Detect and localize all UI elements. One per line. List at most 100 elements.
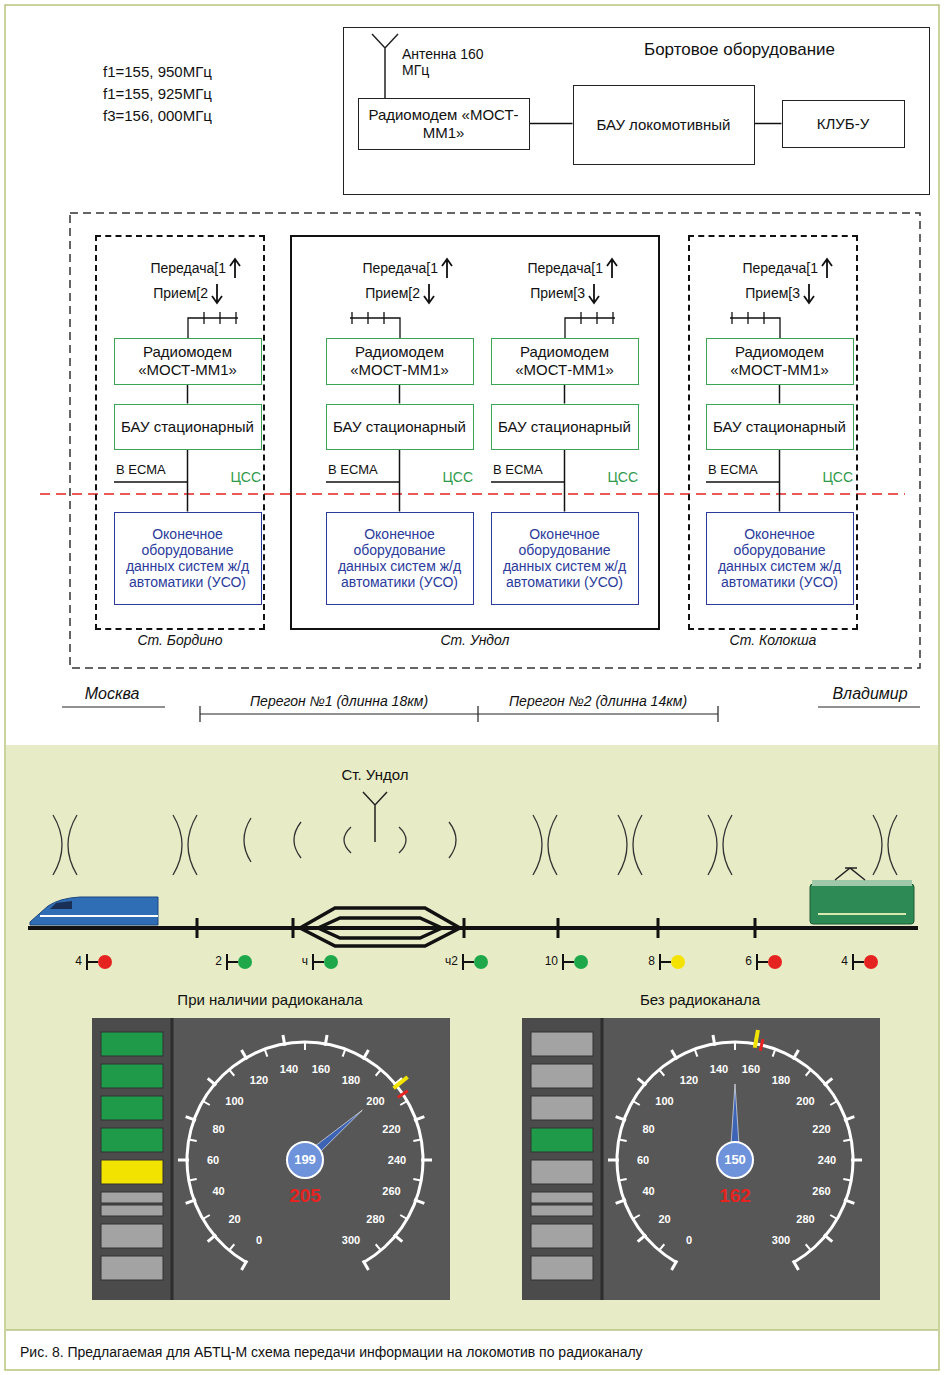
- dial-number: 80: [212, 1122, 224, 1135]
- dial-tick: [844, 1117, 854, 1121]
- signal-indicator: [101, 1160, 163, 1184]
- text-label: Антенна 160 МГц: [402, 46, 486, 78]
- dial-tick: [421, 1159, 432, 1162]
- dial-tick: [672, 1050, 678, 1060]
- dial-tick: [376, 1070, 381, 1076]
- boundary-line: [40, 493, 905, 495]
- text-label: При наличии радиоканала: [177, 991, 362, 1008]
- dial-tick: [793, 1050, 799, 1060]
- dial-number: 40: [212, 1185, 224, 1198]
- dial-tick: [824, 1078, 832, 1085]
- dial-tick: [619, 1140, 627, 1141]
- radio-wave: [53, 815, 77, 875]
- control-unit-box: БАУ стационарный: [491, 404, 639, 450]
- illustration-ground: [6, 745, 938, 1330]
- limit-mark: [755, 1030, 758, 1048]
- dial-tick: [400, 1101, 407, 1105]
- signal-indicator: [101, 1224, 163, 1248]
- group-title: Ст. Бордино: [97, 632, 263, 648]
- transmit-arrow: [607, 259, 617, 278]
- text-label: В ЕСМА: [328, 463, 378, 478]
- signal-mast: [660, 954, 671, 970]
- signal-mast: [853, 954, 864, 970]
- dial-tick: [414, 1200, 424, 1204]
- box-label: БАУ стационарный: [121, 418, 254, 436]
- antenna-symbol: [350, 312, 400, 338]
- limit-mark: [394, 1077, 408, 1088]
- signal-number: 4: [841, 955, 848, 969]
- connector: [564, 450, 566, 512]
- dial-tick: [325, 1035, 327, 1046]
- dial-number: 60: [637, 1154, 649, 1167]
- dial-number: 240: [818, 1154, 836, 1167]
- dial-number: 80: [642, 1122, 654, 1135]
- signal-number: 2: [215, 955, 222, 969]
- radio-wave: [449, 822, 456, 858]
- signal-indicator: [101, 1205, 163, 1216]
- dial-tick: [229, 1244, 234, 1250]
- dial-number: 20: [658, 1213, 670, 1226]
- radio-wave: [294, 822, 301, 858]
- lamp-column: [92, 1018, 172, 1300]
- connector: [187, 385, 189, 404]
- dial-tick: [189, 1140, 197, 1141]
- panel-divider: [601, 1018, 604, 1300]
- box-label: Оконечное оборудование данных систем ж/д…: [333, 526, 467, 590]
- signal-indicator: [101, 1192, 163, 1203]
- dial-tick: [672, 1260, 678, 1270]
- signal-mast: [463, 954, 474, 970]
- dial-number: 40: [642, 1185, 654, 1198]
- dial-number: 100: [655, 1095, 673, 1108]
- text-label: Перегон №2 (длинна 14км): [509, 693, 687, 709]
- underline: [62, 706, 920, 707]
- dial-tick: [400, 1215, 407, 1219]
- station-antenna: [363, 792, 387, 842]
- dial-number: 0: [256, 1233, 262, 1246]
- dial-tick: [186, 1200, 196, 1204]
- connector: [399, 450, 401, 512]
- box-label: БАУ стационарный: [498, 418, 631, 436]
- box-label: БАУ стационарный: [333, 418, 466, 436]
- signal-indicator: [531, 1064, 593, 1088]
- terminal-equipment-box: Оконечное оборудование данных систем ж/д…: [706, 512, 854, 605]
- signal-indicator: [531, 1096, 593, 1120]
- speedometer: [178, 1035, 432, 1270]
- signal-lamp: [238, 955, 252, 969]
- dial-tick: [203, 1215, 210, 1219]
- text-label: ЦСС: [442, 469, 473, 485]
- text-label: Прием[3: [530, 285, 585, 301]
- control-unit-box: БАУ стационарный: [326, 404, 474, 450]
- dial-arc: [616, 1041, 855, 1264]
- dial-tick: [178, 1159, 189, 1162]
- dial-number: 0: [686, 1233, 692, 1246]
- transmit-arrow: [442, 259, 452, 278]
- receive-arrow: [424, 284, 434, 303]
- dial-tick: [265, 1049, 268, 1057]
- dial-number: 200: [366, 1095, 384, 1108]
- signal-indicator: [531, 1032, 593, 1056]
- signal-indicator: [101, 1032, 163, 1056]
- terminal-equipment-box: Оконечное оборудование данных систем ж/д…: [491, 512, 639, 605]
- dial-number: 120: [680, 1074, 698, 1087]
- terminal-equipment-box: Оконечное оборудование данных систем ж/д…: [114, 512, 262, 605]
- station-box: Ст. УндолРадиомодем «МОСТ-ММ1»БАУ стацио…: [290, 235, 660, 630]
- train: [30, 897, 158, 925]
- lamp-column: [522, 1018, 602, 1300]
- signal-number: ч: [302, 955, 308, 969]
- signal-indicator: [101, 1064, 163, 1088]
- train-roof: [812, 880, 912, 886]
- signal-number: 8: [648, 955, 655, 969]
- text-label: ЦСС: [607, 469, 638, 485]
- dial-tick: [713, 1035, 715, 1046]
- dial-tick: [830, 1215, 837, 1219]
- text-label: Передача[1: [362, 260, 438, 276]
- track: [28, 926, 918, 930]
- dial-tick: [363, 1260, 369, 1270]
- text-label: Прием[3: [745, 285, 800, 301]
- radio-wave: [173, 815, 197, 875]
- limit-mark: [398, 1091, 408, 1098]
- dial-number: 140: [280, 1063, 298, 1076]
